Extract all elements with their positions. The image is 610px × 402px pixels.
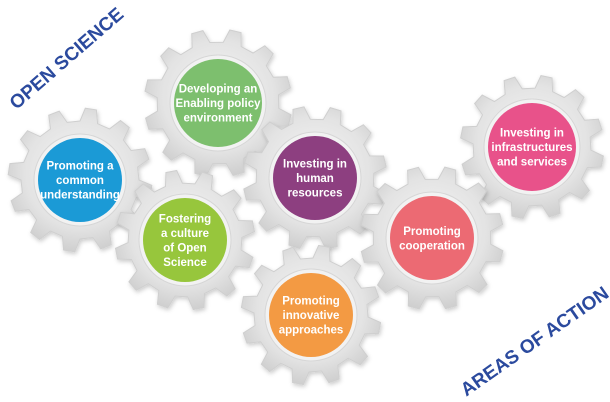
gear-label-line: understanding [40, 190, 120, 202]
gear-hub-enabling-policy [174, 59, 262, 147]
gear-label-line: Promoting [282, 296, 340, 308]
gear-label-line: Fostering [159, 213, 211, 225]
gear-human-resources: Investing in human resources [243, 106, 387, 250]
gear-hub-infrastructures [488, 103, 576, 191]
gear-label-line: of Open [163, 242, 206, 254]
gear-label-line: common [56, 175, 104, 187]
gear-label-line: Developing an [179, 84, 258, 96]
gear-label-line: human [296, 173, 334, 185]
gear-hub-human-resources [273, 136, 357, 220]
gear-label-line: Promoting [403, 226, 461, 238]
gear-hub-cooperation [390, 196, 474, 280]
gear-label-line: a culture [161, 228, 209, 240]
gear-hub-common-understanding [38, 138, 122, 222]
gear-label-line: approaches [279, 325, 344, 337]
gear-label-line: environment [183, 113, 252, 125]
gear-label-line: innovative [283, 310, 340, 322]
gear-label-line: Promoting a [46, 161, 114, 173]
gear-cooperation: Promoting cooperation [360, 166, 504, 310]
gear-infrastructures: Investing in infrastructures and services [460, 75, 604, 219]
gear-label-line: and services [497, 157, 567, 169]
gear-hub-innovative [269, 273, 353, 357]
gear-enabling-policy: Developing an Enabling policy environment [144, 29, 292, 177]
gear-label-line: infrastructures [491, 142, 572, 154]
gear-label-line: Enabling policy [176, 98, 262, 110]
gear-common-understanding: Promoting a common understanding [7, 107, 153, 253]
gear-label-line: Investing in [500, 128, 564, 140]
gear-hub-culture [143, 198, 227, 282]
gear-label-line: resources [288, 188, 343, 200]
gear-label-line: Investing in [283, 159, 347, 171]
gear-innovative: Promoting innovative approaches [240, 244, 382, 386]
gear-label-line: cooperation [399, 240, 465, 252]
gear-label-line: Science [163, 257, 206, 269]
